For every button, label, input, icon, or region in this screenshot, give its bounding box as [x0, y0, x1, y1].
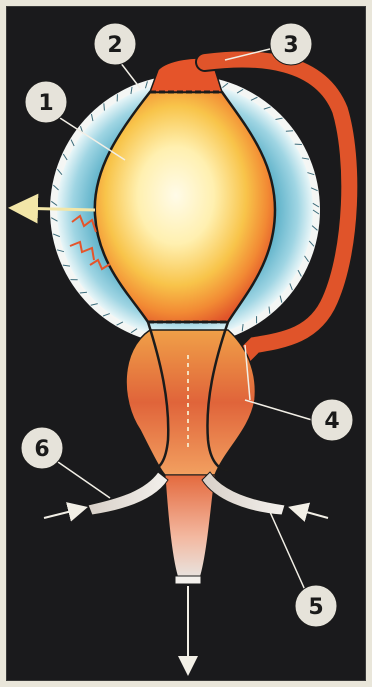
callout-1: 1: [25, 81, 67, 123]
callout-5-label: 5: [308, 595, 323, 620]
nozzle-exit: [175, 576, 201, 584]
nozzle: [165, 475, 215, 578]
inlet-pipe-right: [202, 472, 285, 515]
turbopump-housing: [126, 330, 255, 475]
callout-2: 2: [94, 23, 136, 65]
callout-2-label: 2: [107, 33, 122, 58]
inlet-arrow-left: [44, 508, 84, 518]
callout-4-label: 4: [324, 409, 339, 434]
callout-4: 4: [311, 399, 353, 441]
callout-5: 5: [295, 585, 337, 627]
inlet-arrow-right: [292, 508, 328, 518]
callout-6-label: 6: [34, 437, 49, 462]
heat-out-arrow: [14, 208, 95, 210]
callout-1-label: 1: [38, 91, 53, 116]
callout-3-label: 3: [283, 33, 298, 58]
jacket-hatch-mark: [104, 103, 105, 110]
callout-6: 6: [21, 427, 63, 469]
inlet-pipe-left: [88, 472, 168, 515]
callout-3: 3: [270, 23, 312, 65]
